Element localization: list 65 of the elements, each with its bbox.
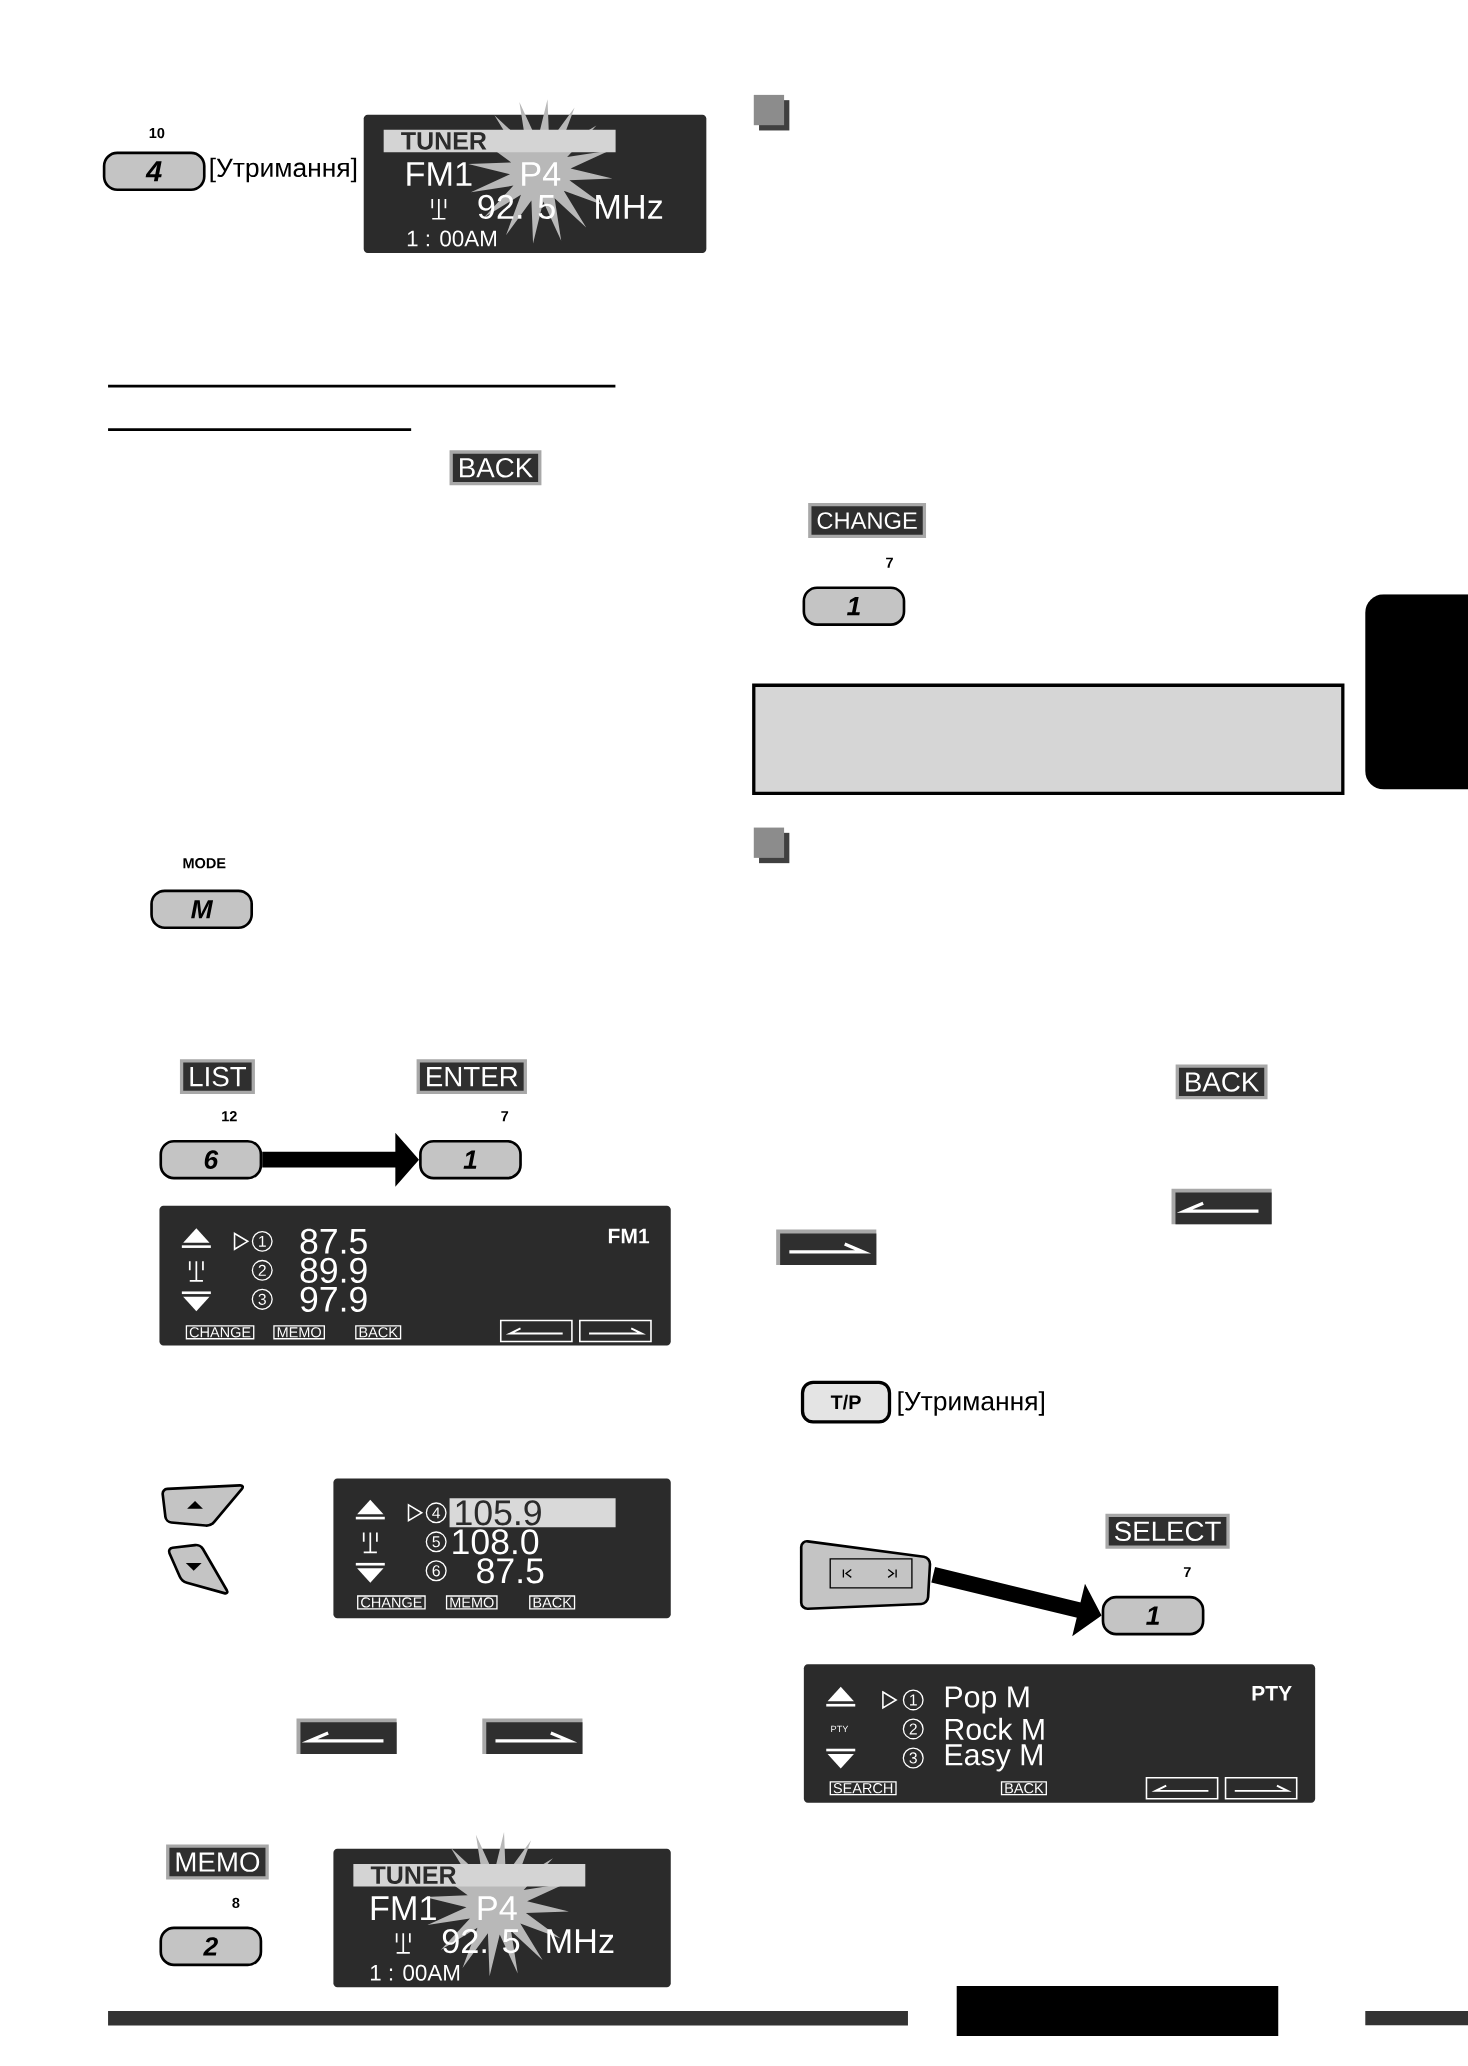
display-banner: TUNER (383, 129, 616, 153)
key-number: 7 (886, 557, 893, 568)
display-text: P4 (522, 162, 561, 186)
display-text: 1 : 00AM (370, 1964, 460, 1981)
key-button: 1 (419, 1139, 522, 1180)
key-button: T/P (800, 1380, 892, 1424)
display-text: 97.9 (300, 1286, 367, 1312)
button-label: BACK (1175, 1064, 1268, 1100)
soft-key-label: MEMO (445, 1595, 498, 1610)
key-number: 10 (149, 127, 165, 139)
key-number: 8 (232, 1897, 240, 1908)
button-label: LIST (179, 1059, 255, 1095)
hold-note: [Утримання] (210, 157, 357, 183)
display-text: 89.9 (300, 1257, 367, 1283)
circled-number: 1 (902, 1689, 924, 1711)
circled-number: 3 (902, 1747, 924, 1769)
display-text: 87.5 (300, 1228, 367, 1254)
remote-drawing (799, 1540, 932, 1611)
key-button: 6 (159, 1139, 263, 1180)
display-text: FM1 (371, 1896, 436, 1920)
key-number: 12 (222, 1111, 237, 1122)
soft-key-label: BACK (355, 1325, 402, 1340)
display-text: 87.5 (477, 1558, 544, 1584)
display-text: 1 : 00AM (407, 230, 496, 247)
button-label: ENTER (416, 1059, 527, 1095)
circled-number: 2 (251, 1259, 273, 1281)
key-button: M (150, 889, 253, 930)
note-box (752, 683, 1345, 795)
key-number: 7 (501, 1111, 509, 1122)
display-text: Rock M (945, 1717, 1044, 1741)
soft-key-label: MEMO (273, 1325, 325, 1340)
circled-number: 4 (425, 1502, 447, 1524)
circled-number: 1 (251, 1230, 273, 1252)
display-text: 108.0 (453, 1529, 539, 1555)
key-number: MODE (183, 858, 226, 869)
display-text: PTY (1252, 1686, 1292, 1701)
key-button: 1 (802, 586, 906, 626)
soft-key-label: CHANGE (185, 1325, 255, 1340)
button-label: BACK (449, 450, 542, 486)
display-text: FM1 (608, 1228, 650, 1244)
button-label: CHANGE (808, 503, 927, 538)
highlighted-entry: 105.9 (449, 1498, 616, 1528)
display-banner: TUNER (353, 1864, 586, 1887)
key-button: 1 (1101, 1595, 1205, 1636)
circled-number: 6 (425, 1560, 447, 1582)
display-text: Pop M (945, 1686, 1029, 1714)
button-label: MEMO (166, 1844, 269, 1880)
key-number: 7 (1183, 1567, 1191, 1578)
soft-key-label: SEARCH (829, 1781, 897, 1796)
soft-key-label: CHANGE (357, 1595, 426, 1610)
display-text: P4 (478, 1896, 517, 1920)
display-text: FM1 (407, 162, 472, 186)
display-text: MHz (596, 195, 663, 219)
circled-number: 2 (902, 1718, 924, 1740)
button-label: SELECT (1105, 1513, 1230, 1549)
hold-note: [Утримання] (898, 1391, 1044, 1416)
circled-number: 3 (251, 1288, 273, 1310)
display-text: PTY (831, 1725, 849, 1733)
key-button: 2 (159, 1926, 263, 1967)
display-text: MHz (547, 1929, 614, 1953)
display-text: Easy M (945, 1744, 1042, 1772)
soft-key-label: BACK (1000, 1781, 1047, 1796)
circled-number: 5 (425, 1531, 447, 1553)
key-button: 4 (102, 151, 206, 192)
soft-key-label: BACK (529, 1595, 576, 1610)
